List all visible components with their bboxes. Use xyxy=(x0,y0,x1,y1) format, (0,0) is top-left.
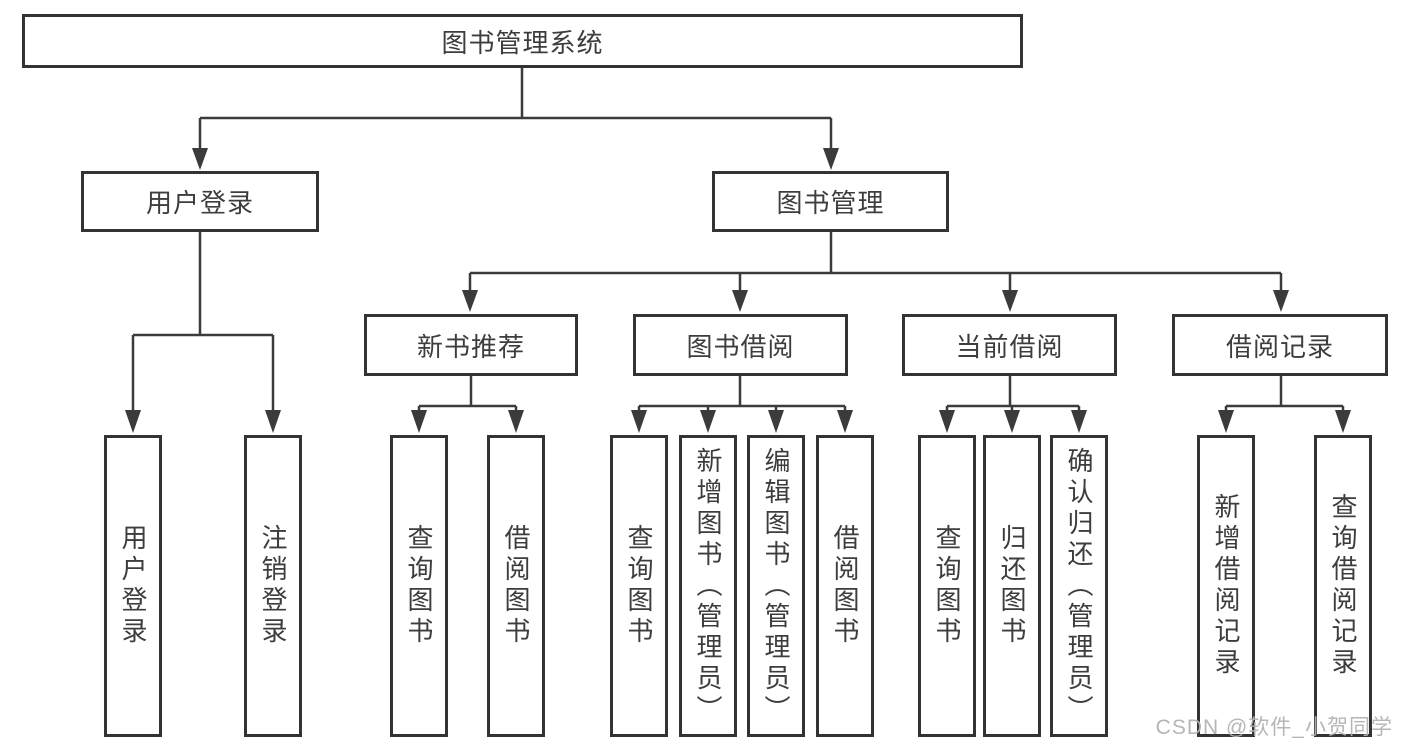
leaf-label: 查询图书 xyxy=(624,524,654,648)
leaf-query-borrow-record: 查询借阅记录 xyxy=(1314,435,1372,737)
node-book-borrowing: 图书借阅 xyxy=(633,314,848,376)
leaf-label: 用户登录 xyxy=(118,524,148,648)
leaf-query-books-current: 查询图书 xyxy=(918,435,976,737)
leaf-label: 编辑图书（管理员） xyxy=(761,446,791,726)
leaf-label: 借阅图书 xyxy=(501,524,531,648)
leaf-label: 新增图书（管理员） xyxy=(693,446,723,726)
leaf-confirm-return-admin: 确认归还（管理员） xyxy=(1050,435,1108,737)
leaf-edit-book-admin: 编辑图书（管理员） xyxy=(747,435,805,737)
leaf-query-books-borrowing: 查询图书 xyxy=(610,435,668,737)
leaf-label: 注销登录 xyxy=(258,524,288,648)
leaf-query-books-recommend: 查询图书 xyxy=(390,435,448,737)
leaf-label: 查询图书 xyxy=(404,524,434,648)
leaf-label: 查询借阅记录 xyxy=(1328,493,1358,679)
leaf-add-borrow-record: 新增借阅记录 xyxy=(1197,435,1255,737)
leaf-return-book: 归还图书 xyxy=(983,435,1041,737)
leaf-label: 新增借阅记录 xyxy=(1211,493,1241,679)
leaf-user-login: 用户登录 xyxy=(104,435,162,737)
leaf-label: 借阅图书 xyxy=(830,524,860,648)
node-new-book-recommendation: 新书推荐 xyxy=(364,314,578,376)
leaf-label: 归还图书 xyxy=(997,524,1027,648)
leaf-logout: 注销登录 xyxy=(244,435,302,737)
node-current-borrowing: 当前借阅 xyxy=(902,314,1117,376)
leaf-add-book-admin: 新增图书（管理员） xyxy=(679,435,737,737)
node-user-login: 用户登录 xyxy=(81,171,319,232)
csdn-watermark: CSDN @软件_小贺同学 xyxy=(1155,716,1393,739)
node-root-system: 图书管理系统 xyxy=(22,14,1023,68)
arrowheads xyxy=(125,148,1351,433)
leaf-label: 确认归还（管理员） xyxy=(1064,446,1094,726)
leaf-borrow-books-borrowing: 借阅图书 xyxy=(816,435,874,737)
node-borrowing-records: 借阅记录 xyxy=(1172,314,1388,376)
leaf-label: 查询图书 xyxy=(932,524,962,648)
node-book-management: 图书管理 xyxy=(712,171,949,232)
leaf-borrow-books-recommend: 借阅图书 xyxy=(487,435,545,737)
